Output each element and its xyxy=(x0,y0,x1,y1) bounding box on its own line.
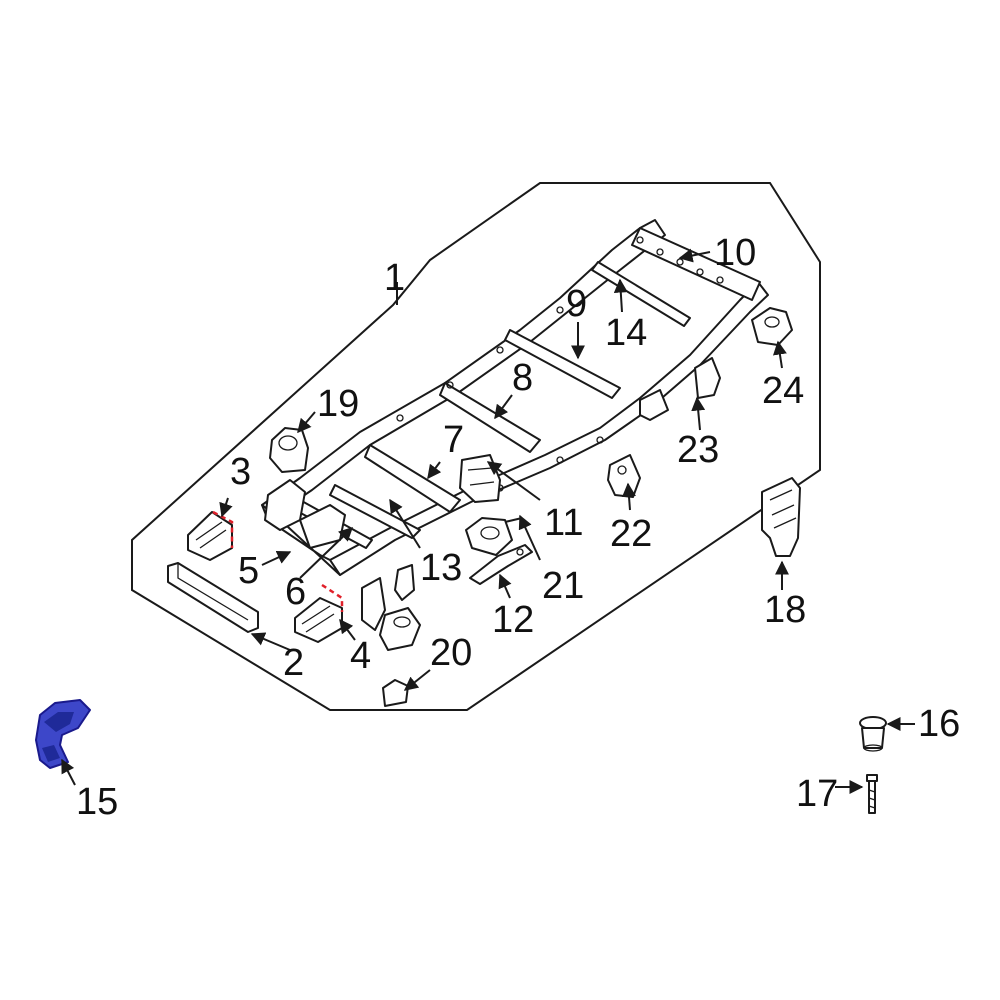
callout-6[interactable]: 6 xyxy=(285,571,306,613)
part-21-mount[interactable] xyxy=(465,517,513,556)
callout-7[interactable]: 7 xyxy=(443,419,464,461)
callout-18[interactable]: 18 xyxy=(764,589,806,631)
callout-8[interactable]: 8 xyxy=(512,357,533,399)
callout-9[interactable]: 9 xyxy=(566,283,587,325)
assembly-outline xyxy=(131,182,821,711)
frame-assembly[interactable] xyxy=(261,219,769,576)
callout-11[interactable]: 11 xyxy=(544,502,583,544)
part-24-mount[interactable] xyxy=(751,307,793,346)
part-12-bracket[interactable] xyxy=(469,544,533,585)
part-19-mount[interactable] xyxy=(269,427,309,473)
callout-2[interactable]: 2 xyxy=(283,642,304,684)
part-15-highlighted-bracket[interactable] xyxy=(35,699,91,769)
callout-4[interactable]: 4 xyxy=(350,635,371,677)
callout-16[interactable]: 16 xyxy=(918,703,960,745)
callout-14[interactable]: 14 xyxy=(605,312,647,354)
callout-5[interactable]: 5 xyxy=(238,550,259,592)
callout-17[interactable]: 17 xyxy=(796,773,838,815)
part-3-extension-left[interactable] xyxy=(187,510,234,561)
part-22-bracket[interactable] xyxy=(607,454,641,498)
part-23-bracket[interactable] xyxy=(639,357,721,421)
part-11-bracket[interactable] xyxy=(459,454,501,503)
part-20-mount-bracket[interactable] xyxy=(361,564,421,707)
callout-13[interactable]: 13 xyxy=(420,547,462,589)
callout-23[interactable]: 23 xyxy=(677,429,719,471)
leader-lines xyxy=(61,248,915,794)
part-17-bolt[interactable] xyxy=(866,774,878,814)
part-16-body-mount-bushing[interactable] xyxy=(859,716,887,752)
callout-1[interactable]: 1 xyxy=(384,257,405,299)
callout-labels: 1 2 3 4 5 6 7 8 9 10 11 12 13 14 15 16 1… xyxy=(76,232,960,823)
part-2-bumper-reinforcement[interactable] xyxy=(167,562,259,633)
cut-line-3 xyxy=(212,510,234,548)
callout-20[interactable]: 20 xyxy=(430,632,472,674)
callout-3[interactable]: 3 xyxy=(230,451,251,493)
callout-21[interactable]: 21 xyxy=(542,565,584,607)
callout-10[interactable]: 10 xyxy=(714,232,756,274)
callout-19[interactable]: 19 xyxy=(317,383,359,425)
callout-22[interactable]: 22 xyxy=(610,513,652,555)
part-18-bracket[interactable] xyxy=(761,477,801,557)
callout-15[interactable]: 15 xyxy=(76,781,118,823)
callout-12[interactable]: 12 xyxy=(492,599,534,641)
callout-24[interactable]: 24 xyxy=(762,370,804,412)
